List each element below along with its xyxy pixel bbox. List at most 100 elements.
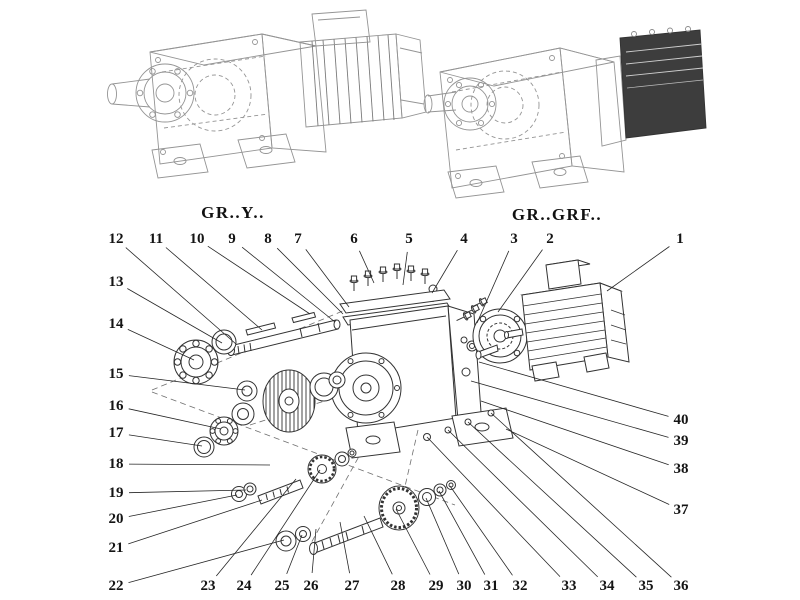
callout-number-39: 39 [674,433,689,449]
callout-number-16: 16 [109,398,125,414]
leader-line-21 [128,499,263,545]
leader-line-31 [438,490,486,575]
callout-number-34: 34 [600,578,616,594]
leader-line-36 [490,412,672,578]
leader-line-40 [478,361,669,417]
leader-line-10 [207,245,311,315]
callout-number-32: 32 [513,578,528,594]
callout-number-27: 27 [345,578,361,594]
leader-line-4 [431,249,458,294]
leader-line-14 [127,329,195,361]
leader-line-29 [395,508,431,575]
leader-line-34 [447,429,598,578]
callout-number-5: 5 [405,231,413,247]
leader-line-17 [128,434,203,447]
callout-number-11: 11 [149,231,163,247]
roller-bearing-large [173,339,219,385]
callout-number-18: 18 [109,456,124,472]
leader-line-5 [402,251,408,286]
leader-line-26 [311,528,317,574]
callout-number-38: 38 [674,461,689,477]
callout-number-12: 12 [109,231,124,247]
leader-line-33 [426,436,561,577]
leader-line-11 [165,247,263,331]
spacer-ring [236,380,258,402]
callout-number-8: 8 [264,231,272,247]
ball-bearing-small [209,416,239,446]
callout-number-7: 7 [294,231,302,247]
assembled-view-gr-y [107,9,427,179]
callout-number-40: 40 [674,412,689,428]
leader-line-16 [128,408,222,430]
callout-number-30: 30 [457,578,472,594]
callout-number-23: 23 [201,578,216,594]
callout-number-22: 22 [109,578,124,594]
intermediate-pinion-assembly [231,448,357,505]
callout-number-26: 26 [304,578,320,594]
leader-line-7 [305,249,350,308]
leader-line-23 [215,478,297,577]
leader-line-8 [276,247,344,315]
callout-number-28: 28 [391,578,406,594]
leader-line-24 [250,469,321,576]
callout-number-31: 31 [484,578,499,594]
model-label-gr-y: GR..Y.. [201,203,265,222]
assembled-view-gr-grf [423,26,707,199]
leader-line-28 [363,515,393,575]
leader-line-32 [449,485,513,576]
input-adapter-block [619,26,707,139]
callout-number-4: 4 [460,231,468,247]
callout-number-14: 14 [109,316,125,332]
callout-number-13: 13 [109,274,124,290]
callout-number-6: 6 [350,231,358,247]
leader-line-13 [127,288,223,344]
leader-line-12 [125,247,237,345]
leader-line-38 [480,400,669,466]
callout-number-21: 21 [109,540,124,556]
callout-number-24: 24 [237,578,253,594]
leader-line-27 [339,521,350,574]
helical-gear-large [262,369,316,433]
leader-line-6 [359,250,375,284]
callout-number-3: 3 [510,231,518,247]
callout-number-29: 29 [429,578,444,594]
leader-line-3 [476,250,510,324]
shaft-key [291,311,317,324]
leader-line-19 [128,489,247,494]
callout-number-36: 36 [674,578,690,594]
gear-housing [330,305,514,459]
output-shaft-assembly [275,480,456,555]
electric-motor [504,259,630,382]
callout-number-33: 33 [562,578,577,594]
leader-line-15 [128,375,246,391]
leader-line-1 [606,246,670,292]
leader-line-30 [425,497,460,575]
callout-number-15: 15 [109,366,124,382]
leader-line-39 [470,380,669,438]
leader-line-35 [467,421,637,578]
callout-number-2: 2 [546,231,554,247]
callout-number-25: 25 [275,578,290,594]
callout-number-9: 9 [228,231,236,247]
leader-line-22 [128,539,285,583]
exploded-view [151,259,630,555]
motor-body [299,9,427,128]
leader-line-20 [128,494,238,517]
leader-line-25 [286,534,303,575]
gear-side-rings [309,371,346,402]
callout-number-37: 37 [674,502,690,518]
leader-line-2 [497,249,543,313]
retaining-ring [193,436,215,458]
leader-line-37 [505,428,670,505]
callout-number-19: 19 [109,485,124,501]
callout-number-35: 35 [639,578,654,594]
callout-number-10: 10 [190,231,205,247]
leader-line-9 [241,246,336,323]
input-shaft [229,319,339,356]
callout-number-1: 1 [676,231,684,247]
model-label-gr-grf: GR..GRF.. [512,205,602,224]
washer [231,402,255,426]
